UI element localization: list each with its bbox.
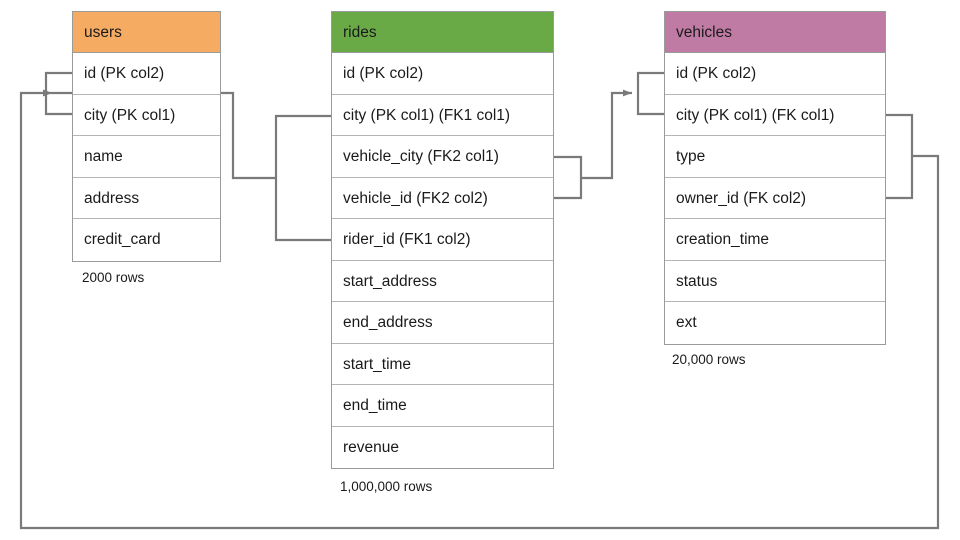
field-users-name[interactable]: name (73, 136, 220, 178)
entity-users-header: users (73, 12, 220, 53)
field-rides-end-time[interactable]: end_time (332, 385, 553, 427)
vehicles-row-count: 20,000 rows (672, 352, 746, 367)
field-users-id[interactable]: id (PK col2) (73, 53, 220, 95)
entity-rides-header: rides (332, 12, 553, 53)
fk2-connector-line (581, 89, 632, 180)
field-rides-id[interactable]: id (PK col2) (332, 53, 553, 95)
field-vehicles-status[interactable]: status (665, 261, 885, 302)
vehicles-key-bracket (636, 71, 664, 116)
field-users-credit-card[interactable]: credit_card (84, 231, 161, 248)
entity-vehicles[interactable]: vehicles id (PK col2) city (PK col1) (FK… (664, 11, 886, 345)
fk2-rides-bracket (554, 155, 583, 200)
field-rides-start-time[interactable]: start_time (332, 344, 553, 385)
field-vehicles-ext[interactable]: ext (676, 314, 697, 331)
entity-vehicles-header: vehicles (665, 12, 885, 53)
field-rides-rider-id[interactable]: rider_id (FK1 col2) (332, 219, 553, 261)
users-row-count: 2000 rows (82, 270, 145, 285)
field-vehicles-id[interactable]: id (PK col2) (665, 53, 885, 95)
field-vehicles-type[interactable]: type (665, 136, 885, 178)
users-key-bracket (44, 71, 72, 116)
field-rides-start-address[interactable]: start_address (332, 261, 553, 302)
field-users-city[interactable]: city (PK col1) (73, 95, 220, 136)
entity-users[interactable]: users id (PK col2) city (PK col1) name a… (72, 11, 221, 262)
fk3-vehicles-bracket (886, 113, 914, 200)
fk1-rides-bracket (274, 114, 331, 242)
field-rides-end-address[interactable]: end_address (332, 302, 553, 344)
field-vehicles-owner-id[interactable]: owner_id (FK col2) (665, 178, 885, 219)
field-rides-revenue[interactable]: revenue (343, 438, 400, 456)
rides-row-count: 1,000,000 rows (340, 479, 433, 494)
entity-rides[interactable]: rides id (PK col2) city (PK col1) (FK1 c… (331, 11, 554, 469)
field-vehicles-city[interactable]: city (PK col1) (FK col1) (665, 95, 885, 136)
field-rides-vehicle-id[interactable]: vehicle_id (FK2 col2) (332, 178, 553, 219)
field-vehicles-creation-time[interactable]: creation_time (665, 219, 885, 261)
field-users-address[interactable]: address (73, 178, 220, 219)
field-rides-city[interactable]: city (PK col1) (FK1 col1) (332, 95, 553, 136)
field-rides-vehicle-city[interactable]: vehicle_city (FK2 col1) (332, 136, 553, 178)
